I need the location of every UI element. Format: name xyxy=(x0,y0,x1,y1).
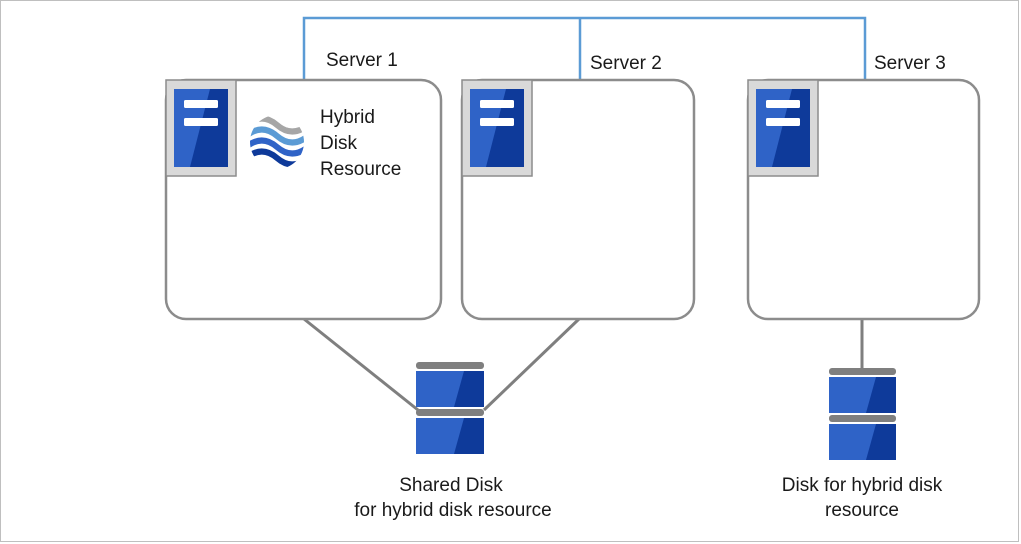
local-disk-icon xyxy=(829,368,896,460)
shared-disk-label-line-1: Shared Disk xyxy=(399,475,503,496)
server-icon xyxy=(747,79,819,177)
resource-label-line-3: Resource xyxy=(320,159,401,180)
network-lines xyxy=(302,16,867,80)
disk-connection-lines xyxy=(303,317,864,412)
resource-label-line-2: Disk xyxy=(320,133,357,154)
server-icon xyxy=(165,79,237,177)
shared-disk-icon xyxy=(416,362,484,454)
server-1-label: Server 1 xyxy=(326,50,398,71)
server-3-label: Server 3 xyxy=(874,53,946,74)
resource-label-line-1: Hybrid xyxy=(320,107,375,128)
server-icon xyxy=(461,79,533,177)
server1-to-shared-disk xyxy=(303,317,419,412)
local-disk-label-line-1: Disk for hybrid disk xyxy=(782,475,943,496)
network-bus xyxy=(302,16,867,80)
shared-disk-label-line-2: for hybrid disk resource xyxy=(354,500,551,521)
server-2-label: Server 2 xyxy=(590,53,662,74)
local-disk-label-line-2: resource xyxy=(825,500,899,521)
server2-to-shared-disk xyxy=(482,317,581,412)
